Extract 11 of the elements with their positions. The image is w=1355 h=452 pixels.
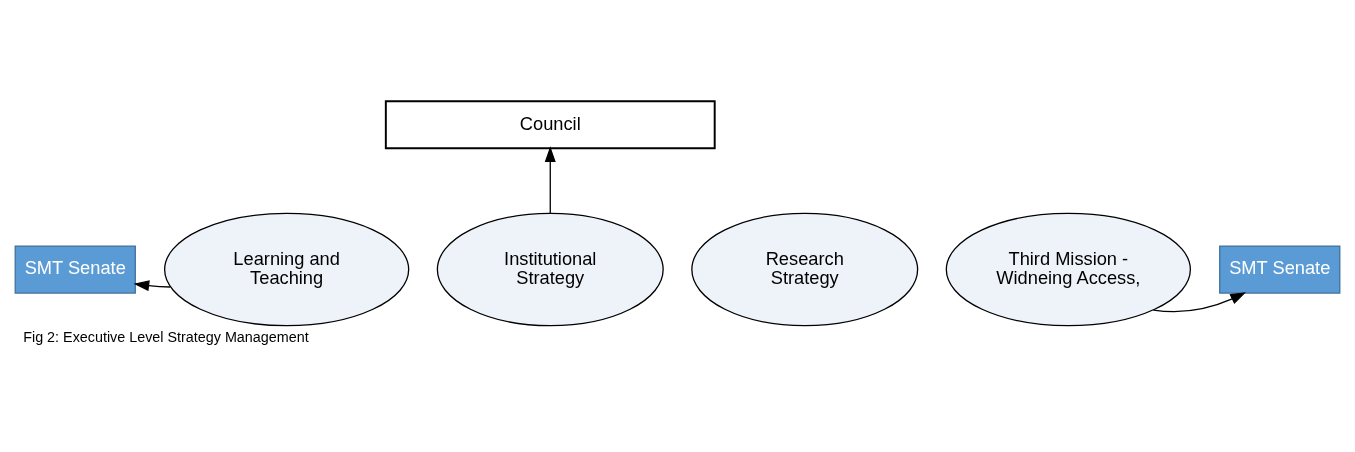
node-ellipse: Learning and Teaching [164, 212, 410, 326]
node-box: SMT Senate [1219, 244, 1341, 294]
arrow [133, 279, 171, 291]
node-box: SMT Senate [14, 244, 136, 294]
arrow [544, 145, 556, 214]
node-ellipse: Third Mission - Widneing Access, [945, 212, 1192, 326]
caption: Fig 2: Executive Level Strategy Management [23, 328, 309, 345]
node-box: Council [384, 99, 716, 149]
arrow [1152, 291, 1246, 312]
node-ellipse: Institutional Strategy [436, 212, 664, 326]
node-ellipse: Research Strategy [691, 212, 919, 326]
